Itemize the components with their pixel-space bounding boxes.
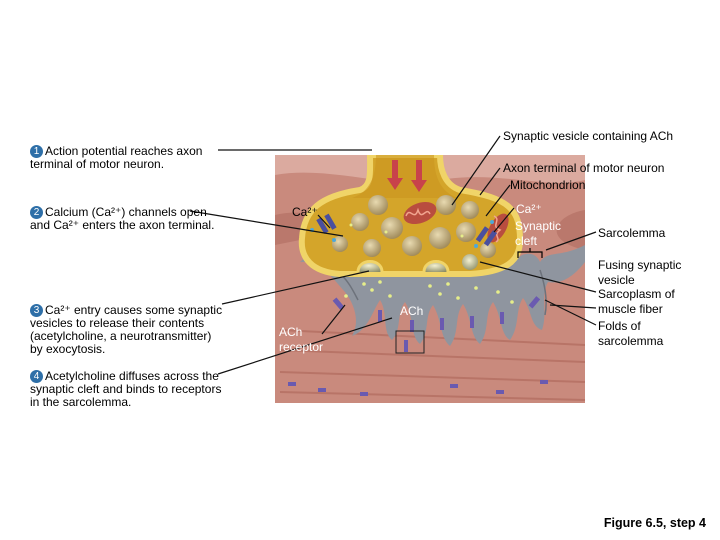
step-3-text: Ca²⁺ entry causes some synaptic vesicles… [30,303,223,356]
synaptic-cleft-bracket [517,248,543,258]
label-sarcoplasm: Sarcoplasm of muscle fiber [598,287,675,316]
step-3-badge: 3 [30,304,43,317]
ach-receptors [288,296,548,396]
leader-lines [189,135,597,375]
ach-receptor-box [395,330,425,354]
label-synaptic-cleft: Synaptic cleft [515,219,562,248]
step-1-badge: 1 [30,145,43,158]
figure-caption: Figure 6.5, step 4 [603,516,706,530]
label-ach: ACh [400,304,424,318]
label-folds: Folds of sarcolemma [598,319,664,348]
muscle-striations [279,329,585,401]
fusing-synaptic-vesicles [356,254,478,273]
label-mitochondrion: Mitochondrion [510,178,586,192]
label-synaptic-vesicle: Synaptic vesicle containing ACh [503,129,674,143]
label-fusing-vesicle: Fusing synaptic vesicle [598,258,682,287]
step-4-text: Acetylcholine diffuses across the synapt… [30,369,222,409]
mitochondrion [403,201,437,225]
step-4-badge: 4 [30,370,43,383]
step-1-text: Action potential reaches axon terminal o… [30,144,203,171]
label-ca-left: Ca²⁺ [292,205,318,219]
label-axon-terminal: Axon terminal of motor neuron [503,161,665,175]
action-potential-arrows [387,160,427,192]
calcium-channels [316,213,498,247]
label-ca-right: Ca²⁺ [516,202,542,216]
synaptic-vesicles [332,195,496,258]
calcium-ions [310,220,494,248]
step-2-badge: 2 [30,206,43,219]
step-2-text: Calcium (Ca²⁺) channels open and Ca²⁺ en… [30,205,215,232]
label-sarcolemma: Sarcolemma [598,226,666,240]
label-ach-receptor: ACh receptor [279,325,324,354]
ach-molecules [344,223,514,304]
